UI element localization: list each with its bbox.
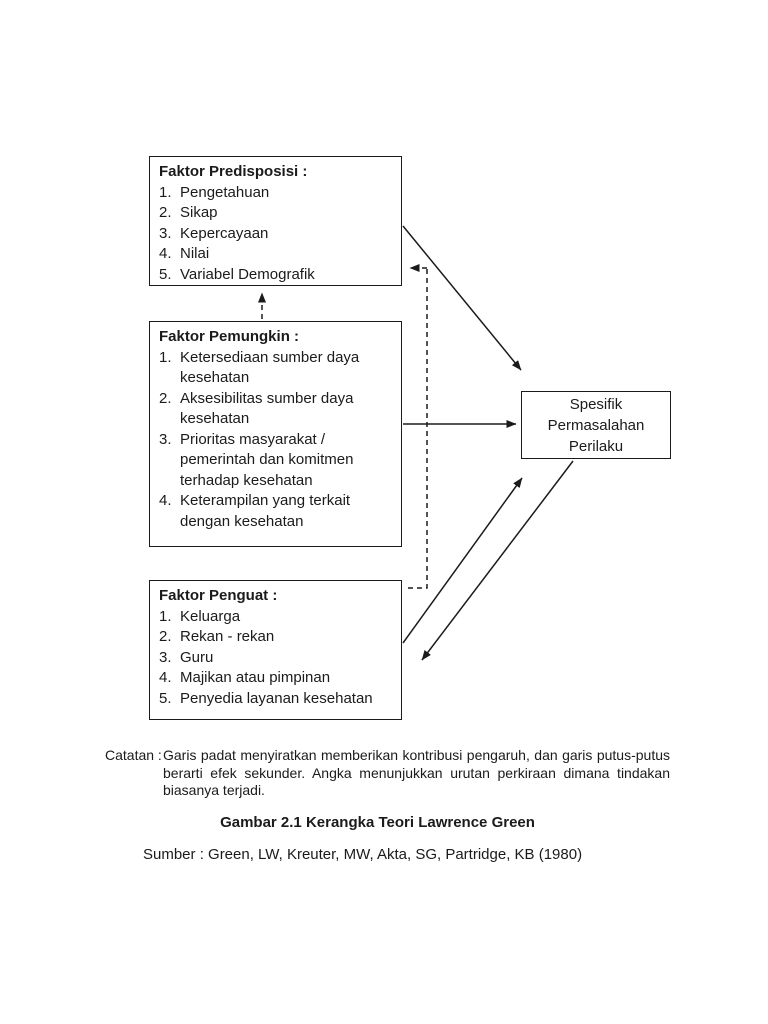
list-item-number: 3. xyxy=(159,430,172,448)
list-item: 4. Nilai xyxy=(159,244,395,265)
list-item-text: Majikan atau pimpinan xyxy=(180,669,331,686)
list-item: 1. Keluarga xyxy=(159,607,395,628)
box-title: Faktor Pemungkin : xyxy=(159,328,300,345)
list-item: 5. Variabel Demografik xyxy=(159,265,395,286)
list-item-number: 3. xyxy=(159,648,172,666)
list-item-text: Keluarga xyxy=(180,607,241,625)
list-item-number: 5. xyxy=(159,265,172,283)
list-item: 1. Pengetahuan xyxy=(159,183,395,204)
factor-box-pemungkin: Faktor Pemungkin : 1. Ketersediaan sumber… xyxy=(149,321,402,547)
numbered-list: 1. Ketersediaan sumber daya kesehatan 2. Ak… xyxy=(159,348,395,533)
target-box-label: Spesifik Permasalahan Perilaku xyxy=(547,395,645,455)
list-item: 4. Keterampilan yang terkait dengan keseh… xyxy=(159,491,395,532)
list-item-number: 4. xyxy=(159,492,172,509)
factor-box-penguat: Faktor Penguat : 1. Keluarga 2. Rekan - rek… xyxy=(149,580,402,720)
arrow-penguat-to-perilaku xyxy=(402,477,523,644)
dashed-line-penguat-to-predisposisi xyxy=(404,269,428,589)
list-item-text: Variabel Demografik xyxy=(180,265,315,283)
list-item-number: 2. xyxy=(159,204,172,221)
list-item-number: 1. xyxy=(159,348,172,366)
list-item-text: Ketersediaan sumber daya kesehatan xyxy=(180,348,360,387)
list-item-number: 4. xyxy=(159,245,172,262)
target-box-perilaku: Spesifik Permasalahan Perilaku xyxy=(521,391,671,459)
list-item-number: 1. xyxy=(159,607,172,625)
list-item: 4. Majikan atau pimpinan xyxy=(159,668,395,689)
numbered-list: 1. Pengetahuan 2. Sikap 3. Kepercayaan 4. Nilai… xyxy=(159,183,395,286)
list-item: 2. Sikap xyxy=(159,203,395,224)
list-item: 2. Rekan - rekan xyxy=(159,627,395,648)
figure-source: Sumber : Green, LW, Kreuter, MW, Akta, S… xyxy=(143,846,583,863)
figure-caption: Gambar 2.1 Kerangka Teori Lawrence Green xyxy=(220,814,535,831)
note-body: Garis padat menyiratkan memberikan kontr… xyxy=(163,747,670,798)
arrow-predisposisi-to-perilaku xyxy=(402,225,522,371)
list-item: 3. Guru xyxy=(159,648,395,669)
arrow-perilaku-to-penguat xyxy=(421,460,574,661)
list-item-number: 5. xyxy=(159,689,172,707)
list-item: 2. Aksesibilitas sumber daya kesehatan xyxy=(159,389,395,430)
numbered-list: 1. Keluarga 2. Rekan - rekan 3. Guru 4. Majikan… xyxy=(159,607,395,710)
list-item-number: 2. xyxy=(159,389,172,407)
list-item-text: Penyedia layanan kesehatan xyxy=(180,689,373,707)
list-item-text: Rekan - rekan xyxy=(180,628,275,645)
box-title: Faktor Penguat : xyxy=(159,587,278,604)
list-item-number: 2. xyxy=(159,628,172,645)
list-item-text: Kepercayaan xyxy=(180,224,269,242)
list-item: 3. Kepercayaan xyxy=(159,224,395,245)
list-item: 3. Prioritas masyarakat / pemerintah dan … xyxy=(159,430,395,492)
list-item-text: Guru xyxy=(180,648,214,666)
list-item-number: 1. xyxy=(159,183,172,201)
list-item: 5. Penyedia layanan kesehatan xyxy=(159,689,395,710)
list-item-text: Pengetahuan xyxy=(180,183,270,201)
figure-note: Catatan : Garis padat menyiratkan member… xyxy=(105,747,670,800)
list-item-number: 3. xyxy=(159,224,172,242)
list-item-number: 4. xyxy=(159,669,172,686)
box-title: Faktor Predisposisi : xyxy=(159,163,308,180)
list-item-text: Prioritas masyarakat / pemerintah dan ko… xyxy=(180,430,354,489)
list-item-text: Sikap xyxy=(180,204,218,221)
list-item-text: Aksesibilitas sumber daya kesehatan xyxy=(180,389,354,428)
list-item-text: Keterampilan yang terkait dengan kesehat… xyxy=(180,492,351,530)
list-item-text: Nilai xyxy=(180,245,210,262)
note-label: Catatan : xyxy=(105,747,162,763)
list-item: 1. Ketersediaan sumber daya kesehatan xyxy=(159,348,395,389)
factor-box-predisposisi: Faktor Predisposisi : 1. Pengetahuan 2. Sik… xyxy=(149,156,402,286)
